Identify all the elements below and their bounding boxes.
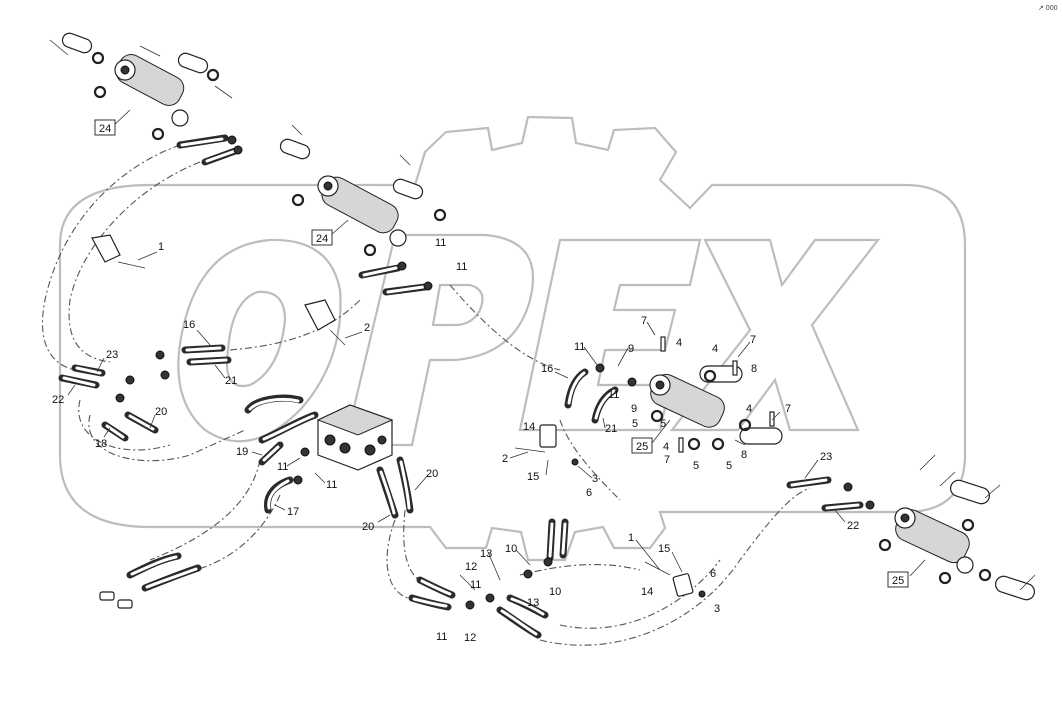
callout-24-box — [94, 119, 116, 136]
callout-21: 21 — [605, 423, 617, 435]
callout-2: 2 — [364, 322, 370, 334]
callout-15: 15 — [658, 543, 670, 555]
callout-11: 11 — [574, 341, 585, 353]
callout-11: 11 — [277, 461, 288, 473]
callout-19: 19 — [236, 446, 248, 458]
cylinder-25-right — [878, 454, 1036, 601]
corner-mark: ↗ 000 — [1038, 5, 1058, 12]
callout-11: 11 — [435, 237, 446, 249]
callout-10: 10 — [505, 543, 517, 555]
callout-18: 18 — [95, 438, 107, 450]
callout-13: 13 — [480, 548, 492, 560]
callout-12: 12 — [464, 632, 476, 644]
cylinder-24-center — [279, 124, 447, 257]
callout-5: 5 — [726, 460, 732, 472]
callout-25-box — [631, 437, 653, 454]
watermark-logo — [58, 115, 967, 562]
callout-5: 5 — [693, 460, 699, 472]
callout-24: 24 — [316, 233, 328, 245]
fittings — [99, 135, 875, 610]
callout-9: 9 — [628, 343, 634, 355]
callout-9: 9 — [631, 403, 637, 415]
callout-5: 5 — [632, 418, 638, 430]
callout-16: 16 — [541, 363, 553, 375]
bracket-14-15-center — [514, 424, 579, 466]
valve-block — [316, 404, 394, 471]
callout-3: 3 — [714, 603, 720, 615]
callout-4: 4 — [746, 403, 752, 415]
callout-6: 6 — [586, 487, 592, 499]
callout-1: 1 — [158, 241, 164, 253]
callout-14: 14 — [523, 421, 535, 433]
callout-7: 7 — [664, 454, 670, 466]
callout-7: 7 — [641, 315, 647, 327]
callout-22: 22 — [847, 520, 859, 532]
cylinder-25-center — [649, 336, 783, 453]
callout-23: 23 — [820, 451, 832, 463]
callout-11: 11 — [326, 479, 337, 491]
callout-13: 13 — [527, 597, 539, 609]
bracket-14-15-right — [644, 561, 706, 598]
callout-labels: 24 24 25 25 1 1 2 2 3 3 4 4 4 4 5 5 5 5 … — [52, 5, 1058, 644]
hose-17 — [263, 476, 294, 514]
leader-lines — [67, 109, 926, 591]
callout-15: 15 — [527, 471, 539, 483]
hoses — [58, 134, 864, 639]
callout-22: 22 — [52, 394, 64, 406]
hose-22-left — [58, 364, 106, 389]
callout-11: 11 — [436, 631, 447, 643]
callout-20: 20 — [362, 521, 374, 533]
callout-6: 6 — [710, 568, 716, 580]
callout-20: 20 — [426, 468, 438, 480]
callout-5: 5 — [660, 418, 666, 430]
callout-10: 10 — [549, 586, 561, 598]
hose-upper-left — [176, 134, 242, 166]
hose-right-23-22 — [786, 476, 864, 512]
callout-8: 8 — [751, 363, 757, 375]
callout-11: 11 — [470, 579, 481, 591]
hose-to-valve-block — [244, 394, 319, 444]
callout-23: 23 — [106, 349, 118, 361]
callout-25: 25 — [636, 441, 648, 453]
callout-14: 14 — [641, 586, 653, 598]
bracket-1-left — [91, 234, 146, 269]
callout-11: 11 — [456, 261, 467, 273]
callout-4: 4 — [663, 441, 669, 453]
hose-18-20-left — [101, 411, 159, 442]
callout-8: 8 — [741, 449, 747, 461]
callout-24: 24 — [99, 123, 111, 135]
callout-21: 21 — [225, 375, 237, 387]
hose-16-center — [564, 368, 619, 424]
callout-16: 16 — [183, 319, 195, 331]
hose-16-21-left — [181, 344, 232, 366]
callout-25-box — [887, 571, 909, 588]
callout-24-box — [311, 229, 333, 246]
callout-11: 11 — [608, 389, 619, 401]
watermark-gear — [58, 115, 967, 562]
callout-3: 3 — [592, 473, 598, 485]
callout-4: 4 — [676, 337, 682, 349]
callout-1: 1 — [628, 532, 634, 544]
hose-11-upper — [358, 264, 429, 296]
callout-12: 12 — [465, 561, 477, 573]
cylinder-24-top-left — [49, 32, 233, 141]
callout-17: 17 — [287, 506, 299, 518]
hose-20-center — [376, 456, 414, 519]
hose-bottom-center — [408, 576, 549, 639]
callout-25: 25 — [892, 575, 904, 587]
hose-vertical-center — [546, 518, 569, 562]
hose-lower-left — [126, 552, 202, 592]
callout-4: 4 — [712, 343, 718, 355]
callout-7: 7 — [785, 403, 791, 415]
callout-20: 20 — [155, 406, 167, 418]
bracket-2-left — [304, 299, 346, 346]
callout-2: 2 — [502, 453, 508, 465]
callout-7: 7 — [750, 334, 756, 346]
hose-19 — [258, 441, 284, 466]
